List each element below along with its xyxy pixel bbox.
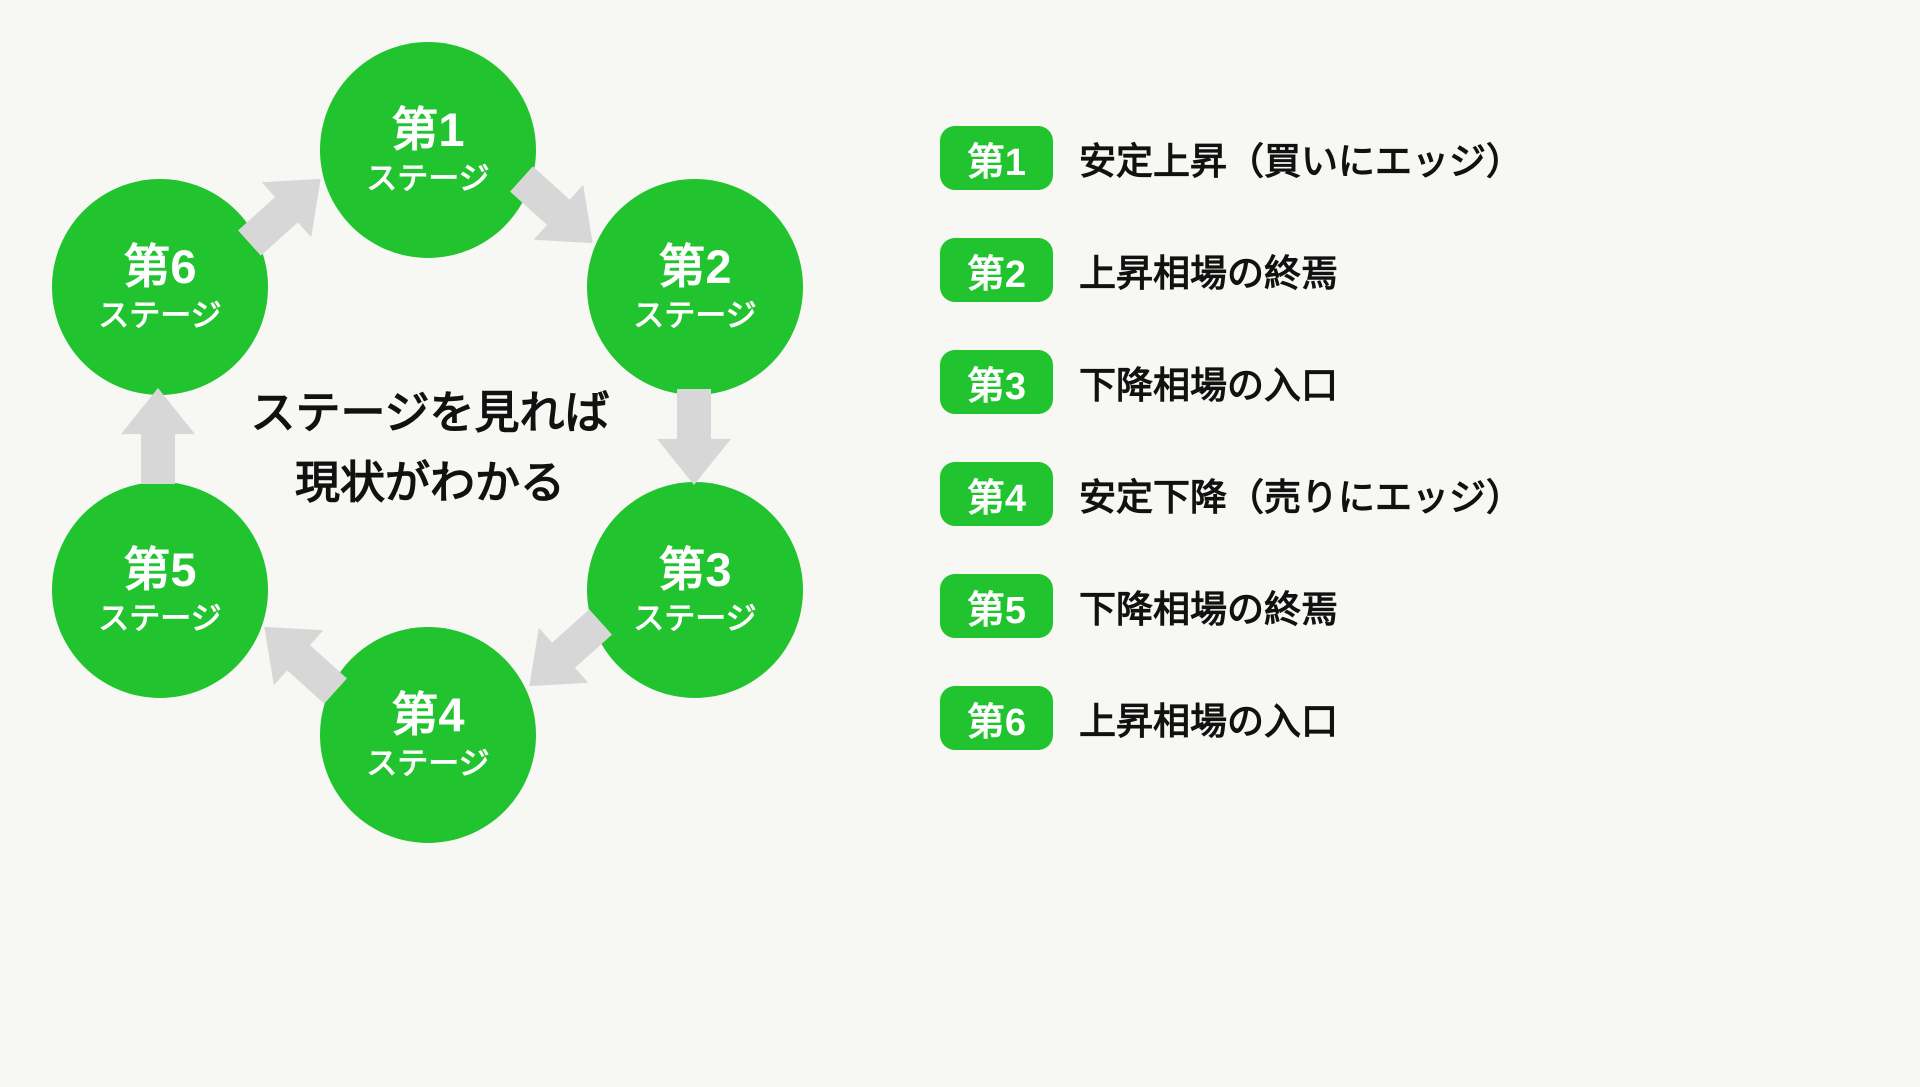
legend-item-2: 第2 上昇相場の終焉 <box>940 238 1523 302</box>
stage-5-label: ステージ <box>98 601 222 637</box>
legend-badge-6: 第6 <box>940 686 1053 750</box>
stage-2-label: ステージ <box>633 298 757 334</box>
stage-circle-4: 第4 ステージ <box>320 627 536 843</box>
stage-3-number: 第3 <box>658 543 732 597</box>
stage-3-label: ステージ <box>633 601 757 637</box>
legend-item-5: 第5 下降相場の終焉 <box>940 574 1523 638</box>
stage-5-number: 第5 <box>123 543 197 597</box>
stage-6-label: ステージ <box>98 298 222 334</box>
stage-legend: 第1 安定上昇（買いにエッジ） 第2 上昇相場の終焉 第3 下降相場の入口 第4… <box>940 126 1523 750</box>
stage-4-number: 第4 <box>391 688 465 742</box>
legend-item-3: 第3 下降相場の入口 <box>940 350 1523 414</box>
legend-label-4: 安定下降（売りにエッジ） <box>1079 477 1523 518</box>
legend-badge-4: 第4 <box>940 462 1053 526</box>
legend-label-6: 上昇相場の入口 <box>1079 701 1338 742</box>
stage-1-label: ステージ <box>366 161 490 197</box>
stage-circle-1: 第1 ステージ <box>320 42 536 258</box>
center-caption-line1: ステージを見れば <box>250 387 610 438</box>
stage-circle-6: 第6 ステージ <box>52 179 268 395</box>
legend-label-3: 下降相場の入口 <box>1079 365 1338 406</box>
stage-circle-2: 第2 ステージ <box>587 179 803 395</box>
stage-4-label: ステージ <box>366 746 490 782</box>
legend-badge-5: 第5 <box>940 574 1053 638</box>
center-caption: ステージを見れば 現状がわかる <box>150 378 710 518</box>
center-caption-line2: 現状がわかる <box>294 456 565 508</box>
legend-badge-2: 第2 <box>940 238 1053 302</box>
legend-label-2: 上昇相場の終焉 <box>1079 253 1338 294</box>
legend-badge-1: 第1 <box>940 126 1053 190</box>
legend-item-6: 第6 上昇相場の入口 <box>940 686 1523 750</box>
legend-label-1: 安定上昇（買いにエッジ） <box>1079 141 1523 182</box>
legend-label-5: 下降相場の終焉 <box>1079 589 1338 630</box>
legend-item-4: 第4 安定下降（売りにエッジ） <box>940 462 1523 526</box>
stage-circle-5: 第5 ステージ <box>52 482 268 698</box>
stage-circle-3: 第3 ステージ <box>587 482 803 698</box>
stage-6-number: 第6 <box>123 240 197 294</box>
legend-badge-3: 第3 <box>940 350 1053 414</box>
stage-1-number: 第1 <box>391 103 465 157</box>
stage-2-number: 第2 <box>658 240 732 294</box>
legend-item-1: 第1 安定上昇（買いにエッジ） <box>940 126 1523 190</box>
stage-cycle-diagram: ステージを見れば 現状がわかる 第1 ステージ 第2 ステージ 第3 ステージ … <box>0 0 900 1087</box>
